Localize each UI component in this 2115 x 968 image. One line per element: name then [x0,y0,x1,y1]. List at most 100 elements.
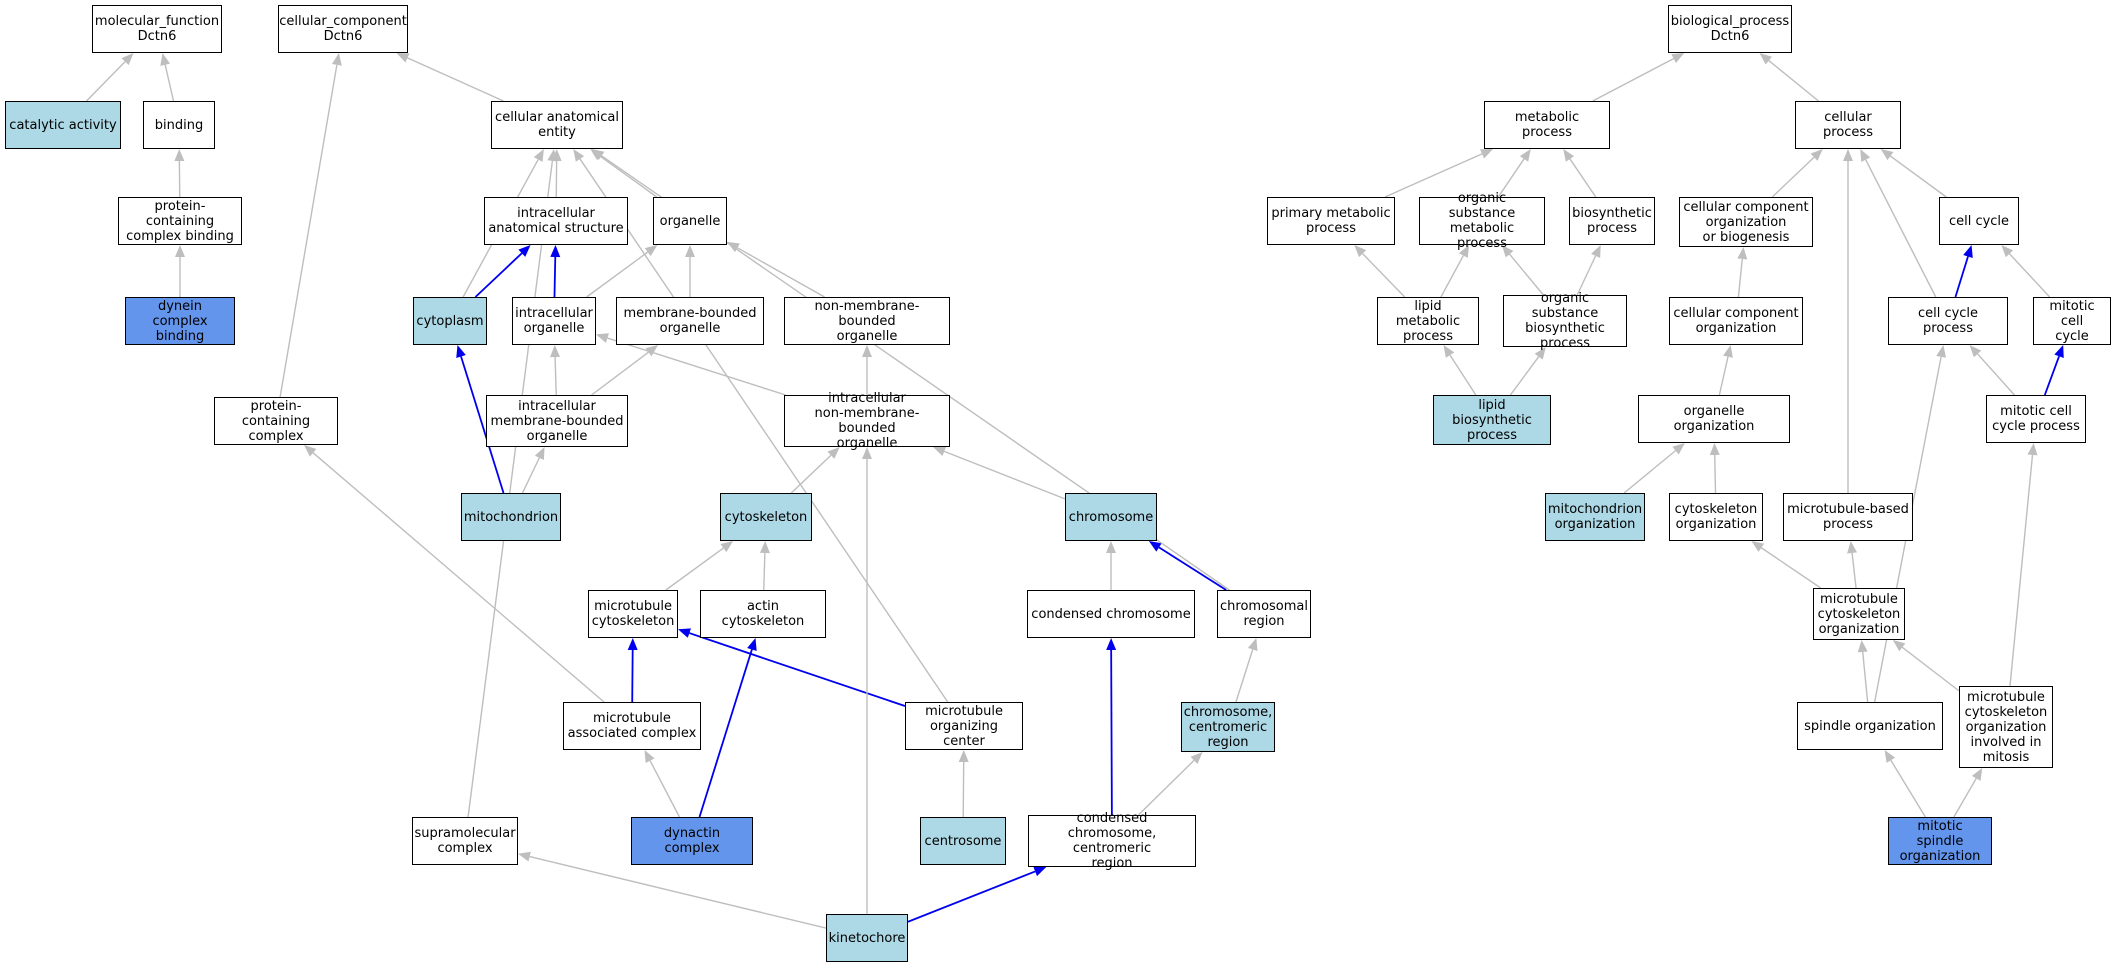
node-metabolic-process[interactable]: metabolic process [1484,101,1610,149]
node-label: organelle organization [1673,404,1755,434]
node-mitotic-cell-cycle[interactable]: mitotic cell cycle [2033,297,2111,345]
edge-mo-to-oo [1623,450,1677,494]
node-label: microtubule cytoskeleton [591,599,675,629]
edge-arrowhead [720,541,734,553]
node-label: spindle organization [1804,718,1936,734]
node-label: organic substance biosynthetic process [1525,291,1605,351]
node-spindle-organization[interactable]: spindle organization [1797,702,1943,750]
edge-so-to-mco [1862,651,1869,703]
node-primary-metabolic-process[interactable]: primary metabolic process [1267,197,1395,245]
node-molecular-function[interactable]: molecular_function Dctn6 [92,5,222,53]
node-catalytic-activity[interactable]: catalytic activity [5,101,121,149]
node-organic-substance-biosynthetic-process[interactable]: organic substance biosynthetic process [1503,291,1627,351]
node-cell-cycle[interactable]: cell cycle [1939,197,2019,245]
node-label: biosynthetic process [1572,206,1652,236]
edge-pcc-to-cc [279,64,338,398]
edge-pmp-to-mp [1384,153,1483,198]
node-chromosome[interactable]: chromosome [1065,493,1157,541]
node-binding[interactable]: binding [143,101,215,149]
node-label: molecular_function Dctn6 [94,14,220,44]
node-dynein-complex-binding[interactable]: dynein complex binding [125,297,235,345]
edge-arrowhead [1106,638,1117,651]
edge-arrowhead [304,445,317,457]
node-organelle-organization[interactable]: organelle organization [1638,395,1790,443]
node-intracellular-non-membrane-bounded-organelle[interactable]: intracellular non-membrane-bounded organ… [784,391,950,451]
edge-arrowhead [533,149,544,162]
edge-arrowhead [1892,640,1906,652]
node-actin-cytoskeleton[interactable]: actin cytoskeleton [700,590,826,638]
node-organic-substance-metabolic-process[interactable]: organic substance metabolic process [1419,191,1545,251]
node-lipid-metabolic-process[interactable]: lipid metabolic process [1377,297,1479,345]
node-intracellular-membrane-bounded-organelle[interactable]: intracellular membrane-bounded organelle [486,395,628,447]
node-label: supramolecular complex [414,826,516,856]
edge-arrowhead [1480,149,1493,159]
node-biological-process[interactable]: biological_process Dctn6 [1668,5,1792,53]
node-intracellular-anatomical-structure[interactable]: intracellular anatomical structure [484,197,628,245]
edge-arrowhead [958,750,969,763]
node-label: cellular anatomical entity [495,110,619,140]
node-chromosome-centromeric-region[interactable]: chromosome, centromeric region [1181,702,1275,752]
edge-smc-to-cae [467,160,554,818]
node-cellular-component[interactable]: cellular_component Dctn6 [278,5,408,53]
node-label: actin cytoskeleton [721,599,805,629]
node-mitochondrion[interactable]: mitochondrion [461,493,561,541]
node-label: biological_process Dctn6 [1670,14,1790,44]
node-non-membrane-bounded-organelle[interactable]: non-membrane-bounded organelle [784,297,950,345]
node-protein-containing-complex[interactable]: protein-containing complex [214,397,338,445]
node-microtubule-cytoskeleton-organization-involved-in-mitosis[interactable]: microtubule cytoskeleton organization in… [1959,686,2053,768]
edge-lbp-to-osbp [1509,356,1540,396]
node-cell-cycle-process[interactable]: cell cycle process [1888,297,2008,345]
node-cellular-component-organization-or-biogenesis[interactable]: cellular component organization or bioge… [1679,197,1813,247]
node-label: mitochondrion [463,509,559,525]
edge-arrowhead [627,638,638,651]
node-chromosomal-region[interactable]: chromosomal region [1217,590,1311,638]
node-dynactin-complex[interactable]: dynactin complex [631,817,753,865]
edge-arrowhead [2054,345,2064,358]
node-intracellular-organelle[interactable]: intracellular organelle [512,297,596,345]
node-protein-containing-complex-binding[interactable]: protein-containing complex binding [118,197,242,245]
node-centrosome[interactable]: centrosome [920,817,1006,865]
node-cytoskeleton[interactable]: cytoskeleton [720,493,812,541]
edge-mtoc-to-mtc [689,632,906,707]
node-condensed-chromosome[interactable]: condensed chromosome [1027,590,1195,638]
edge-arrowhead [827,447,840,459]
edge-cco-to-ccob [1737,258,1743,298]
node-mitotic-spindle-organization[interactable]: mitotic spindle organization [1888,817,1992,865]
node-cellular-component-organization[interactable]: cellular component organization [1669,297,1803,345]
node-cellular-process[interactable]: cellular process [1795,101,1901,149]
node-microtubule-cytoskeleton[interactable]: microtubule cytoskeleton [588,590,678,638]
node-microtubule-cytoskeleton-organization[interactable]: microtubule cytoskeleton organization [1813,588,1905,640]
node-cytoskeleton-organization[interactable]: cytoskeleton organization [1669,493,1763,541]
node-lipid-biosynthetic-process[interactable]: lipid biosynthetic process [1433,395,1551,445]
edge-mco-to-cyo [1760,547,1822,589]
node-label: mitochondrion organization [1547,502,1643,532]
node-cytoplasm[interactable]: cytoplasm [413,297,487,345]
node-mitochondrion-organization[interactable]: mitochondrion organization [1545,493,1645,541]
edge-arrowhead [1737,247,1748,260]
node-microtubule-organizing-center[interactable]: microtubule organizing center [905,702,1023,750]
node-membrane-bounded-organelle[interactable]: membrane-bounded organelle [616,297,764,345]
node-organelle[interactable]: organelle [653,197,727,245]
edge-ccr-to-chrr [1235,649,1254,703]
edge-arrowhead [550,245,561,258]
node-label: microtubule organizing center [925,703,1003,749]
node-cellular-anatomical-entity[interactable]: cellular anatomical entity [491,101,623,149]
edge-arrowhead [1591,245,1601,258]
edge-arrowhead [1857,640,1868,653]
edge-org-to-cae [599,155,658,198]
node-kinetochore[interactable]: kinetochore [826,914,908,962]
node-supramolecular-complex[interactable]: supramolecular complex [412,817,518,865]
node-biosynthetic-process[interactable]: biosynthetic process [1569,197,1655,245]
edge-arrowhead [645,345,659,357]
edge-arrowhead [678,628,691,638]
node-microtubule-based-process[interactable]: microtubule-based process [1783,493,1913,541]
node-microtubule-associated-complex[interactable]: microtubule associated complex [563,702,701,750]
edge-arrowhead [1458,245,1470,258]
node-condensed-chromosome-centromeric-region[interactable]: condensed chromosome, centromeric region [1028,811,1196,871]
edge-arrowhead [596,333,609,343]
node-label: protein-containing complex binding [126,198,234,244]
node-label: mitotic cell cycle process [1992,404,2080,434]
node-label: catalytic activity [9,117,117,133]
node-mitotic-cell-cycle-process[interactable]: mitotic cell cycle process [1986,395,2086,443]
node-label: cytoskeleton [724,509,808,525]
